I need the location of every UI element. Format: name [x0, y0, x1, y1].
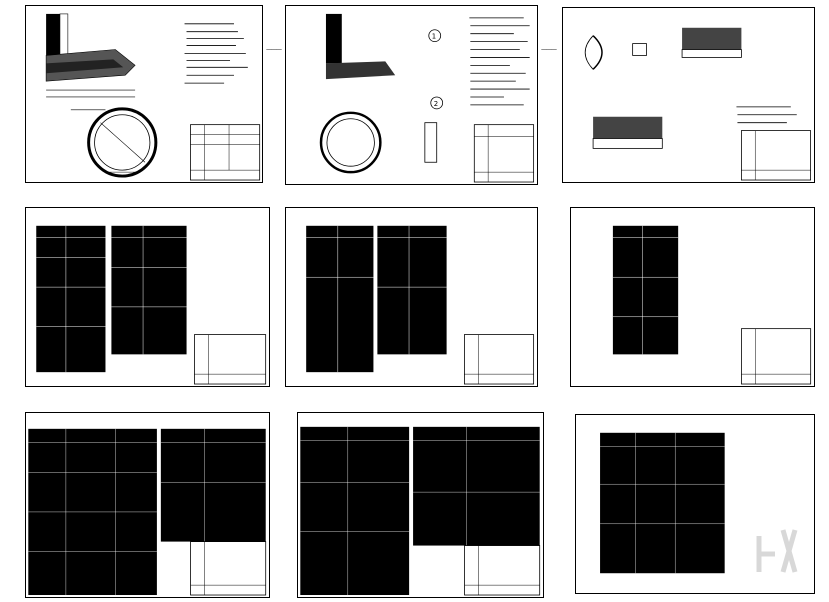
sheet-connector-1: ——— [266, 46, 282, 53]
sheet-5-tables [306, 225, 535, 385]
sheet-6-tables [612, 225, 812, 385]
sheet-connector-2: ——— [541, 46, 557, 53]
dense-table-sheet-8[interactable] [297, 412, 544, 598]
sheet-9-tables [600, 432, 725, 574]
logo-icon [751, 516, 799, 582]
drawing-sheet-2[interactable]: 1 2 [285, 5, 538, 185]
sheet-2-drawing: 1 2 [319, 13, 535, 183]
sheet-8-tables [300, 426, 541, 596]
table-sheet-6[interactable] [570, 207, 815, 387]
table-sheet-5[interactable] [285, 207, 538, 387]
drawing-sheet-1[interactable] [25, 5, 263, 183]
sheet-4-tables [36, 225, 267, 385]
dense-table-sheet-9[interactable] [575, 414, 815, 594]
callout-1: 1 [432, 33, 436, 41]
dense-table-sheet-7[interactable] [25, 412, 270, 598]
sheet-3-drawing [584, 27, 811, 181]
table-sheet-4[interactable] [25, 207, 270, 387]
callout-2: 2 [434, 100, 438, 108]
drawing-sheet-3[interactable] [562, 7, 815, 183]
sheet-1-drawing [45, 13, 261, 181]
sheet-7-tables [28, 428, 267, 596]
